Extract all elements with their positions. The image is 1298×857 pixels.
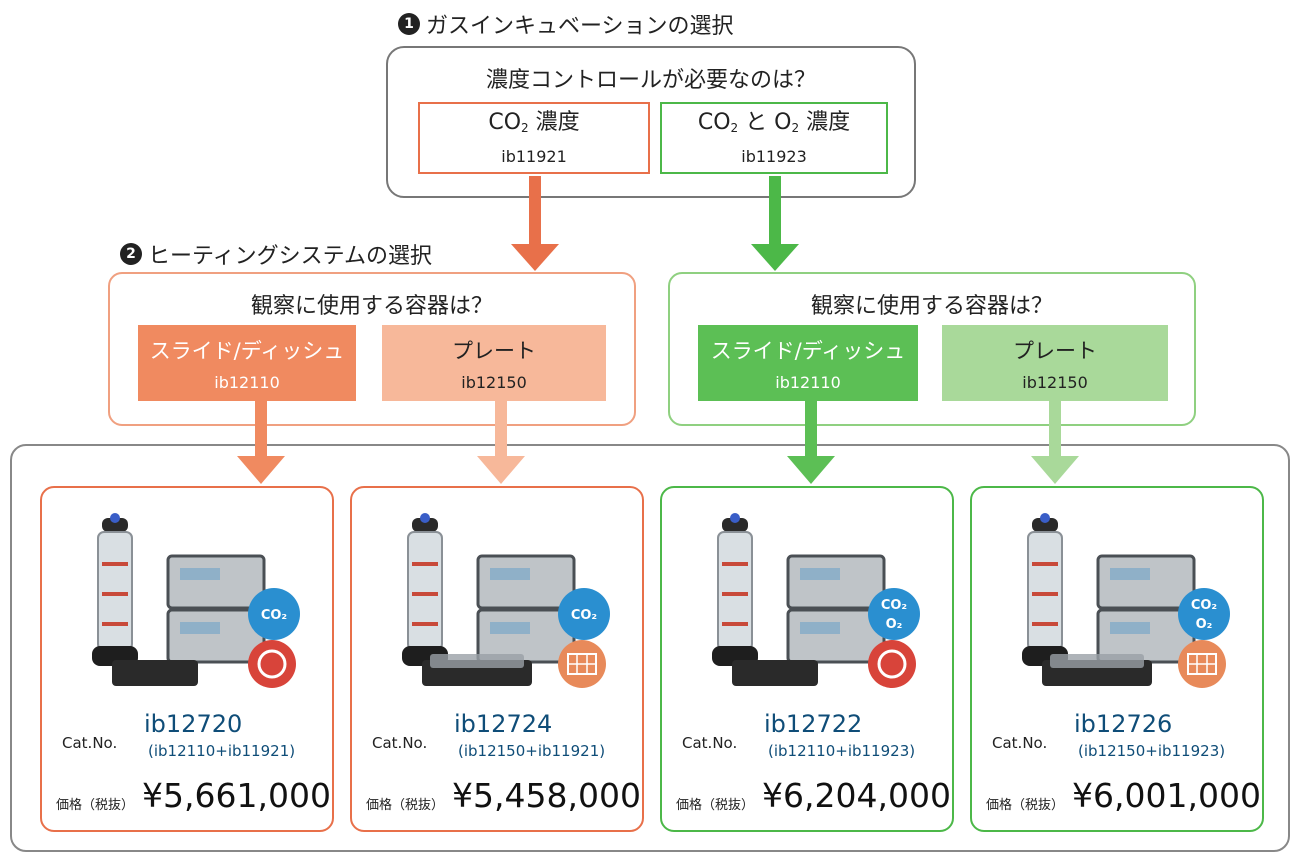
step2-number: 2 <box>120 243 142 265</box>
arrow-green-2 <box>787 400 835 484</box>
price-label: 価格（税抜） <box>366 798 445 813</box>
gas-option-co2-o2-label: CO2 と O2 濃度 <box>697 110 851 135</box>
gas-option-co2-o2-code: ib11923 <box>741 147 807 166</box>
price-label: 価格（税抜） <box>986 798 1065 813</box>
price-value: ¥5,661,000 <box>142 776 331 815</box>
cat-components: (ib12150+ib11921) <box>458 742 606 760</box>
price-value: ¥6,001,000 <box>1072 776 1261 815</box>
heat-option-plate-co2-o2[interactable]: プレート ib12150 <box>942 325 1168 401</box>
heat-option-code: ib12110 <box>214 372 280 392</box>
cat-components: (ib12110+ib11921) <box>148 742 296 760</box>
cat-number: ib12720 <box>144 710 243 738</box>
arrow-green-light-2 <box>1031 400 1079 484</box>
svg-text:O₂: O₂ <box>1196 617 1213 632</box>
heat-question-co2-o2: 観察に使用する容器は？ <box>810 294 1053 319</box>
heat-option-code: ib12150 <box>461 372 527 392</box>
step1-title: 1 ガスインキュベーションの選択 <box>398 8 734 40</box>
step2-text: ヒーティングシステムの選択 <box>148 244 433 269</box>
product-card[interactable]: CO₂ Cat.No. ib12724 (ib12150+ib11921) 価格… <box>350 486 644 832</box>
cat-components: (ib12110+ib11923) <box>768 742 916 760</box>
heat-option-code: ib12110 <box>775 372 841 392</box>
price-label: 価格（税抜） <box>56 798 135 813</box>
price-value: ¥5,458,000 <box>452 776 641 815</box>
product-card[interactable]: CO₂ O₂ Cat.No. ib12722 (ib12110+ib11923)… <box>660 486 954 832</box>
cat-components: (ib12150+ib11923) <box>1078 742 1226 760</box>
product-photo: CO₂ <box>402 513 610 688</box>
arrow-orange-1 <box>511 176 559 271</box>
gas-option-co2-code: ib11921 <box>501 147 567 166</box>
heat-option-label: プレート <box>1013 338 1097 363</box>
product-photo: CO₂ O₂ <box>712 513 920 688</box>
heat-option-label: プレート <box>452 338 536 363</box>
svg-text:CO₂: CO₂ <box>261 608 287 623</box>
step1-text: ガスインキュベーションの選択 <box>426 14 734 39</box>
heat-option-label: スライド/ディッシュ <box>149 338 345 363</box>
cat-label: Cat.No. <box>372 734 428 752</box>
svg-text:O₂: O₂ <box>886 617 903 632</box>
cat-label: Cat.No. <box>682 734 738 752</box>
arrow-orange-2 <box>237 400 285 484</box>
svg-text:CO₂: CO₂ <box>571 608 597 623</box>
svg-text:CO₂: CO₂ <box>881 598 907 613</box>
heat-option-plate-co2[interactable]: プレート ib12150 <box>382 325 606 401</box>
cat-label: Cat.No. <box>62 734 118 752</box>
cat-label: Cat.No. <box>992 734 1048 752</box>
product-card[interactable]: CO₂ O₂ Cat.No. ib12726 (ib12150+ib11923)… <box>970 486 1264 832</box>
product-card[interactable]: CO₂ Cat.No. ib12720 (ib12110+ib11921) 価格… <box>40 486 334 832</box>
cat-number: ib12722 <box>764 710 863 738</box>
heat-question-co2: 観察に使用する容器は？ <box>250 294 493 319</box>
heat-option-code: ib12150 <box>1022 372 1088 392</box>
products-container <box>10 444 1290 852</box>
step2-title: 2 ヒーティングシステムの選択 <box>120 238 432 270</box>
arrow-green-1 <box>751 176 799 271</box>
cat-number: ib12726 <box>1074 710 1173 738</box>
product-photo: CO₂ <box>92 513 300 688</box>
gas-option-co2-o2[interactable]: CO2 と O2 濃度 ib11923 <box>660 102 888 174</box>
arrow-orange-light-2 <box>477 400 525 484</box>
heat-option-slide-dish-co2-o2[interactable]: スライド/ディッシュ ib12110 <box>698 325 918 401</box>
svg-text:CO₂: CO₂ <box>1191 598 1217 613</box>
heat-option-label: スライド/ディッシュ <box>710 338 906 363</box>
gas-option-co2[interactable]: CO2 濃度 ib11921 <box>418 102 650 174</box>
product-photo: CO₂ O₂ <box>1022 513 1230 688</box>
price-label: 価格（税抜） <box>676 798 755 813</box>
heat-option-slide-dish-co2[interactable]: スライド/ディッシュ ib12110 <box>138 325 356 401</box>
cat-number: ib12724 <box>454 710 553 738</box>
price-value: ¥6,204,000 <box>762 776 951 815</box>
gas-question: 濃度コントロールが必要なのは？ <box>485 68 816 93</box>
step1-number: 1 <box>398 13 420 35</box>
gas-option-co2-label: CO2 濃度 <box>488 110 580 135</box>
